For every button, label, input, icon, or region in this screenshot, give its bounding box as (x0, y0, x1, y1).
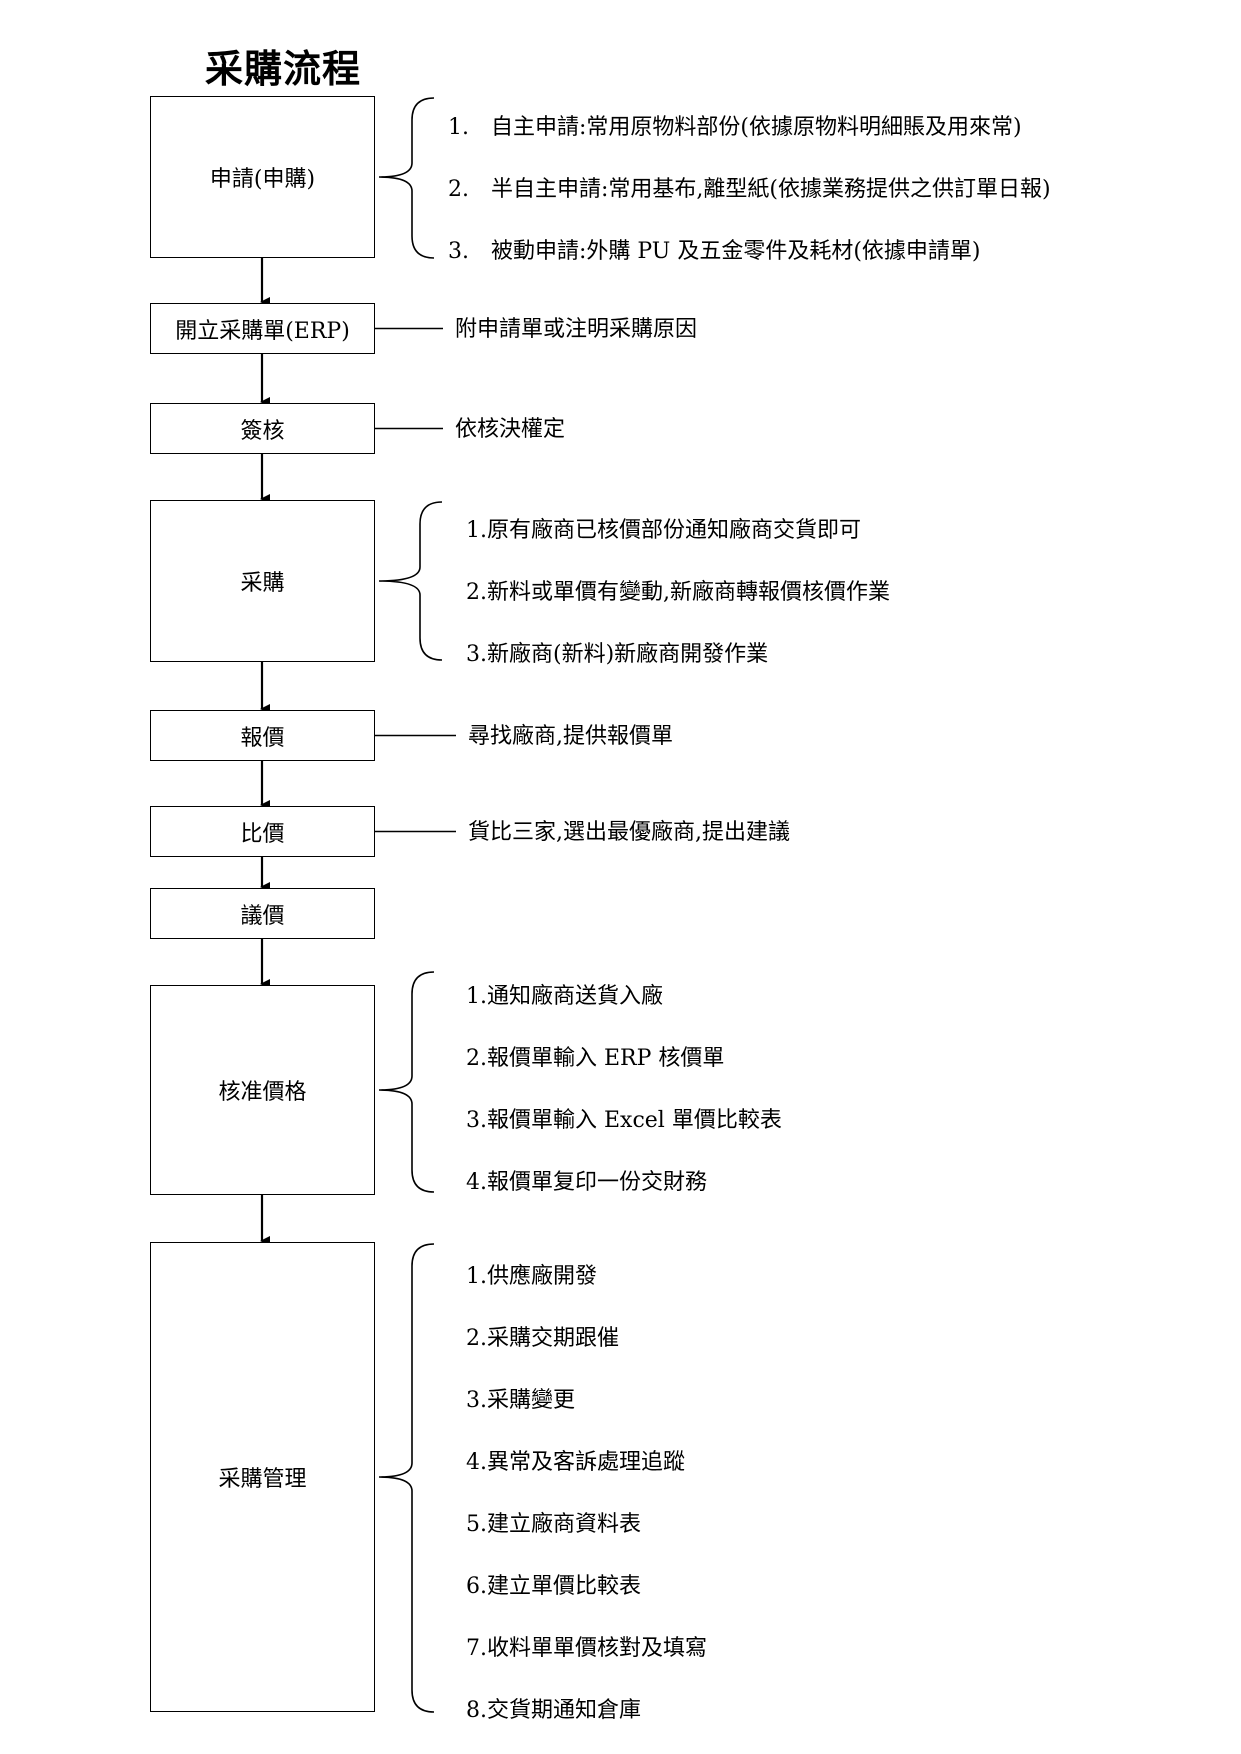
process-box-5: 報價 (150, 710, 375, 761)
step-detail-item: 3. 被動申請:外購 PU 及五金零件及耗材(依據申請單) (448, 239, 981, 264)
process-box-label: 核准價格 (218, 1080, 307, 1105)
process-box-6: 比價 (150, 806, 375, 857)
step-detail-item: 2.采購交期跟催 (466, 1326, 619, 1351)
process-box-label: 報價 (240, 725, 285, 751)
step-note: 依核決權定 (455, 416, 566, 442)
process-box-label: 申請(申購) (209, 167, 316, 192)
process-box-4: 采購 (150, 500, 375, 662)
process-box-8: 核准價格 (150, 985, 375, 1195)
step-detail-item: 3.新廠商(新料)新廠商開發作業 (466, 642, 769, 667)
step-detail-item: 1.通知廠商送貨入廠 (466, 984, 663, 1009)
step-detail-item: 2. 半自主申請:常用基布,離型紙(依據業務提供之供訂單日報) (448, 177, 1051, 202)
step-detail-item: 1. 自主申請:常用原物料部份(依據原物料明細賬及用來常) (448, 115, 1022, 140)
process-box-label: 采購管理 (218, 1467, 307, 1492)
step-note: 貨比三家,選出最優廠商,提出建議 (468, 819, 790, 845)
step-detail-item: 7.收料單單價核對及填寫 (466, 1636, 707, 1661)
process-box-1: 申請(申購) (150, 96, 375, 258)
step-detail-item: 2.新料或單價有變動,新廠商轉報價核價作業 (466, 580, 890, 605)
curly-brace (378, 501, 443, 661)
step-detail-item: 3.報價單輸入 Excel 單價比較表 (466, 1108, 782, 1133)
process-box-label: 議價 (240, 903, 285, 929)
curly-brace (378, 971, 435, 1193)
curly-brace (378, 1243, 435, 1713)
process-box-label: 比價 (240, 821, 285, 847)
step-detail-item: 2.報價單輸入 ERP 核價單 (466, 1046, 725, 1071)
step-detail-item: 6.建立單價比較表 (466, 1574, 641, 1599)
process-box-2: 開立采購單(ERP) (150, 303, 375, 354)
step-detail-item: 4.報價單复印一份交財務 (466, 1170, 707, 1195)
step-detail-item: 4.異常及客訴處理追蹤 (466, 1450, 685, 1475)
step-detail-item: 3.采購變更 (466, 1388, 575, 1413)
step-detail-item: 1.原有廠商已核價部份通知廠商交貨即可 (466, 518, 861, 543)
step-detail-item: 5.建立廠商資料表 (466, 1512, 641, 1537)
process-box-9: 采購管理 (150, 1242, 375, 1712)
step-note: 尋找廠商,提供報價單 (468, 723, 673, 749)
process-box-7: 議價 (150, 888, 375, 939)
process-box-label: 開立采購單(ERP) (175, 318, 350, 344)
process-box-label: 采購 (240, 571, 285, 596)
process-box-3: 簽核 (150, 403, 375, 454)
step-detail-item: 8.交貨期通知倉庫 (466, 1698, 641, 1723)
diagram-title: 采購流程 (205, 47, 362, 91)
step-note: 附申請單或注明采購原因 (455, 316, 698, 342)
step-detail-item: 1.供應廠開發 (466, 1264, 597, 1289)
curly-brace (378, 97, 435, 259)
process-box-label: 簽核 (240, 418, 285, 444)
